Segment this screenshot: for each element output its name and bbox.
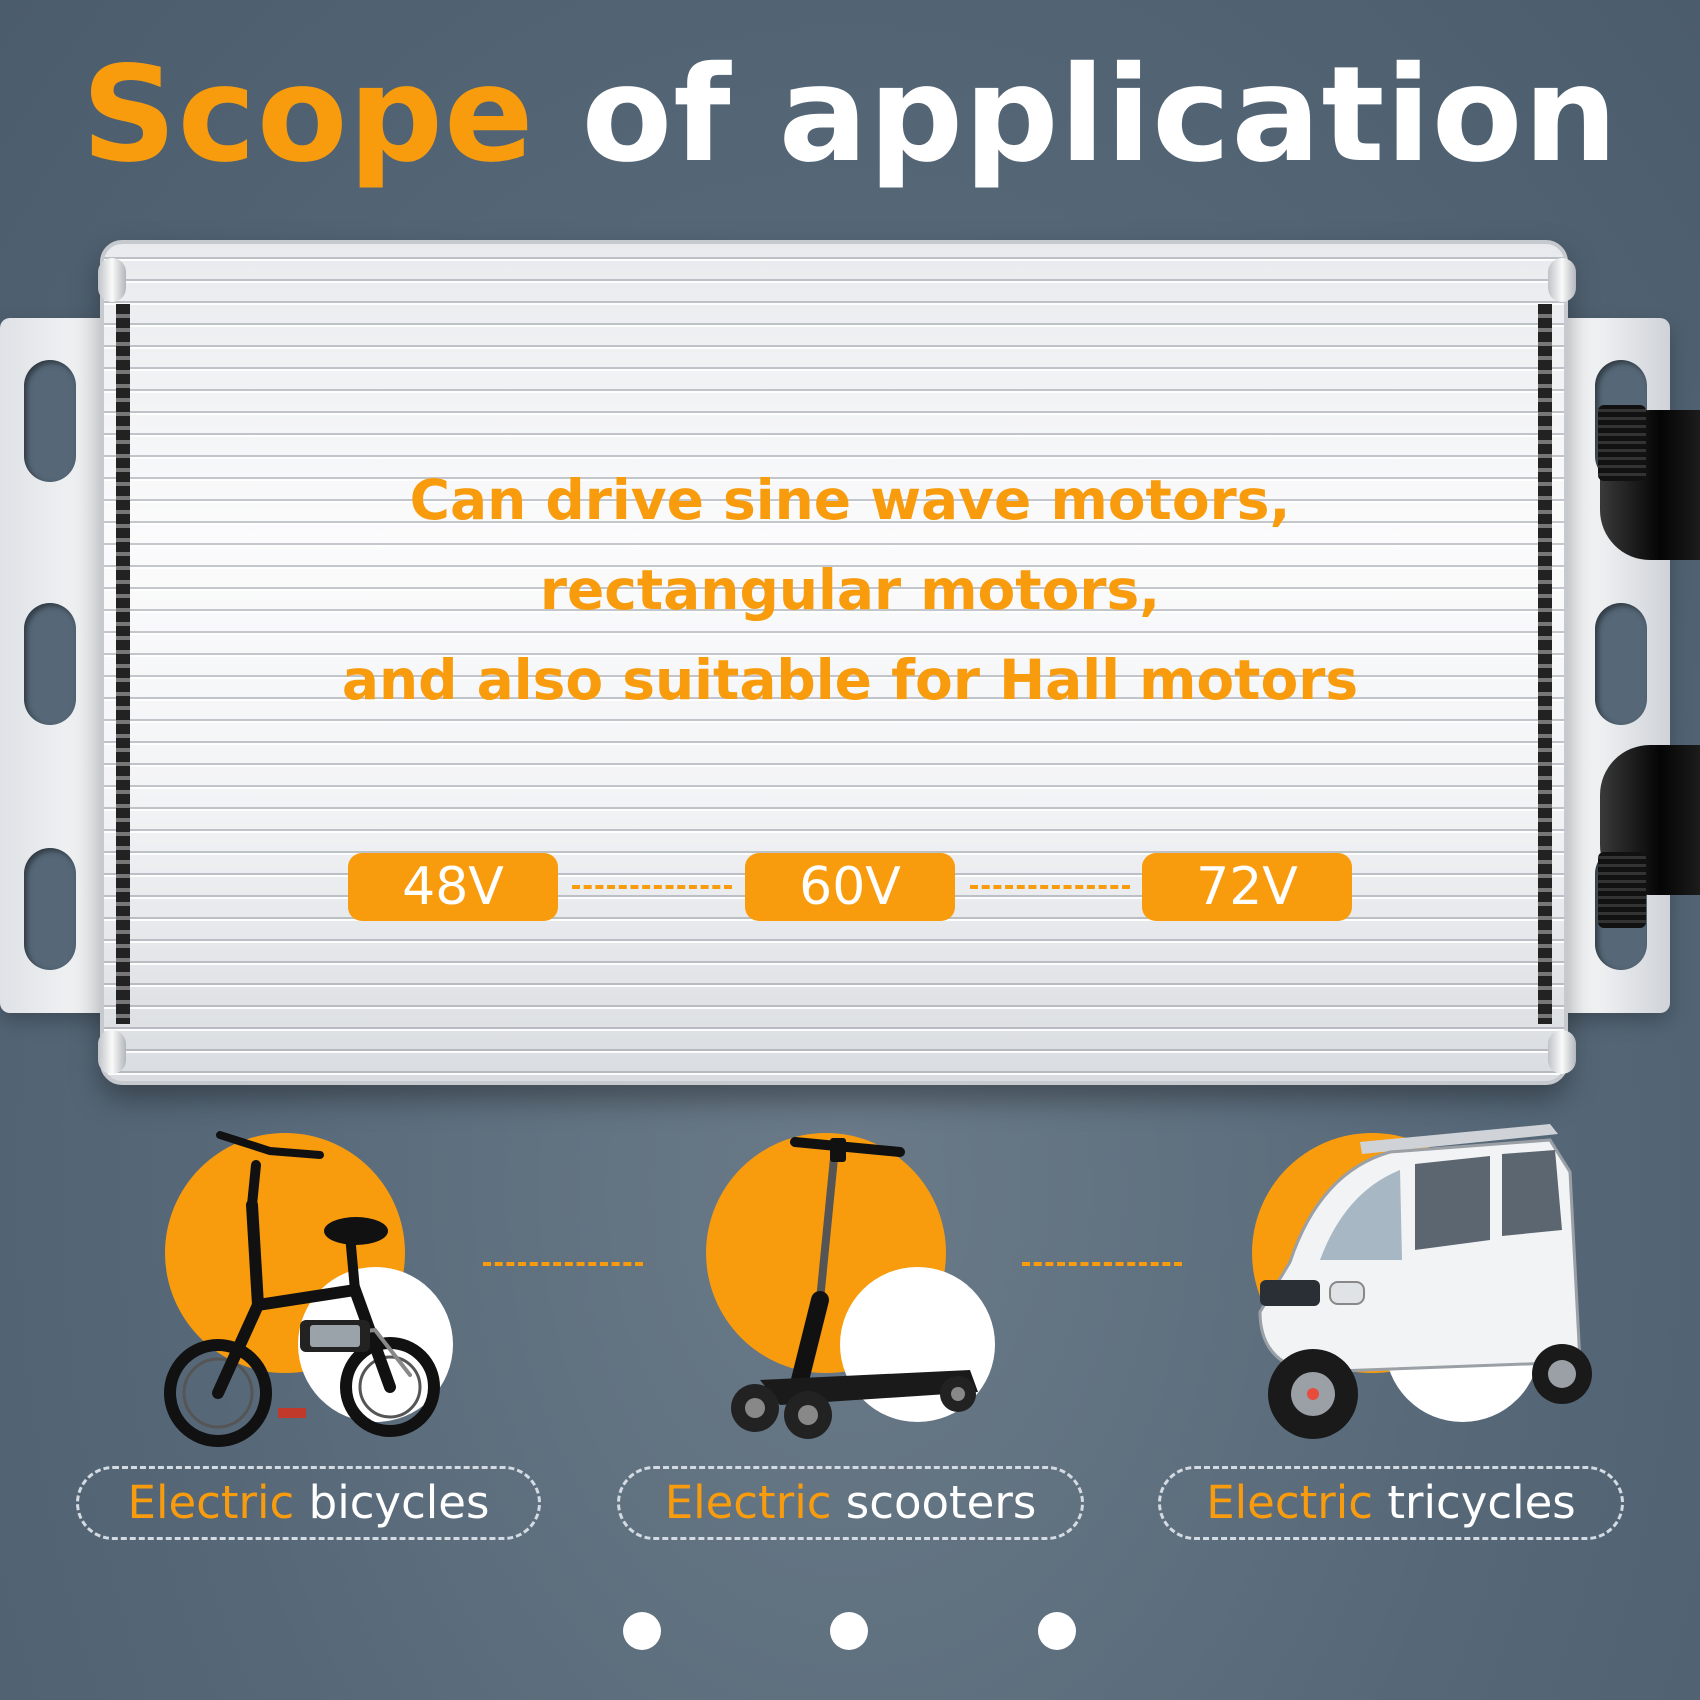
voltage-badge-60v: 60V xyxy=(745,853,955,921)
mounting-slot xyxy=(24,603,76,725)
page-title: Scope of application xyxy=(0,40,1700,190)
screw-icon xyxy=(98,1030,126,1074)
description-line: rectangular motors, xyxy=(539,558,1161,622)
screw-icon xyxy=(98,258,126,302)
voltage-connector xyxy=(572,885,732,889)
label-accent: Electric xyxy=(1206,1476,1374,1529)
carousel-dot-3[interactable] xyxy=(1038,1612,1076,1650)
housing-edge xyxy=(116,304,130,1024)
vehicle-connector xyxy=(1022,1262,1182,1266)
housing-edge xyxy=(1538,304,1552,1024)
screw-icon xyxy=(1548,258,1576,302)
cable-grip xyxy=(1598,852,1646,928)
screw-icon xyxy=(1548,1030,1576,1074)
description-line: Can drive sine wave motors, xyxy=(409,468,1291,532)
voltage-badge-48v: 48V xyxy=(348,853,558,921)
label-electric-bicycles: Electric bicycles xyxy=(76,1466,541,1540)
title-rest: of application xyxy=(581,38,1619,192)
label-rest: bicycles xyxy=(308,1476,490,1529)
mounting-slot xyxy=(24,360,76,482)
carousel-dot-2[interactable] xyxy=(830,1612,868,1650)
motor-compatibility-text: Can drive sine wave motors, rectangular … xyxy=(200,455,1500,725)
cable-grip xyxy=(1598,405,1646,481)
vehicle-connector xyxy=(483,1262,643,1266)
mounting-slot xyxy=(24,848,76,970)
title-accent: Scope xyxy=(81,38,535,192)
voltage-badge-72v: 72V xyxy=(1142,853,1352,921)
label-electric-tricycles: Electric tricycles xyxy=(1158,1466,1624,1540)
mounting-slot xyxy=(1595,603,1647,725)
carousel-dot-1[interactable] xyxy=(623,1612,661,1650)
voltage-connector xyxy=(970,885,1130,889)
label-accent: Electric xyxy=(664,1476,832,1529)
controller-housing xyxy=(100,240,1568,1085)
tricycle-icon xyxy=(1258,1124,1592,1439)
label-rest: tricycles xyxy=(1387,1476,1576,1529)
bicycle-icon xyxy=(164,1131,440,1447)
scooter-icon xyxy=(731,1137,978,1439)
label-accent: Electric xyxy=(127,1476,295,1529)
description-line: and also suitable for Hall motors xyxy=(341,648,1359,712)
label-rest: scooters xyxy=(845,1476,1037,1529)
label-electric-scooters: Electric scooters xyxy=(617,1466,1084,1540)
